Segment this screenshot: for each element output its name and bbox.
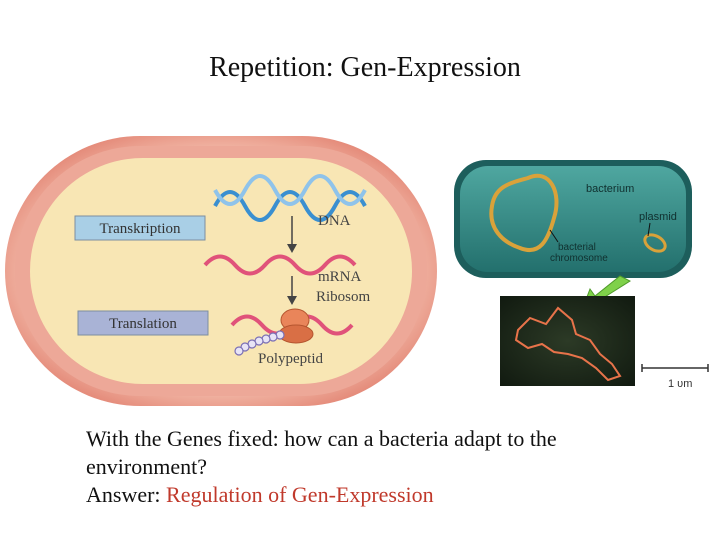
mrna-label: mRNA — [318, 269, 362, 285]
caption: With the Genes fixed: how can a bacteria… — [86, 425, 686, 509]
bacterial-chromosome — [489, 173, 559, 252]
plasmid-label: plasmid — [639, 211, 677, 223]
transcription-label: Transkription — [99, 221, 181, 237]
polypeptide-label: Polypeptid — [258, 351, 324, 367]
transcription-box — [74, 215, 206, 241]
dna-label: DNA — [318, 213, 351, 229]
chromosome-label-line2: chromosome — [550, 253, 608, 264]
plasmid-pointer — [647, 222, 651, 237]
chromosome-pointer — [549, 229, 559, 243]
cell-illustration: Transkription Translation DNA mRNA Ribos… — [5, 136, 437, 406]
mrna-strand — [203, 254, 357, 276]
arrow-dna-to-mrna — [287, 216, 297, 253]
translation-box — [77, 310, 209, 336]
dna-helix — [213, 174, 367, 222]
polypeptide-chain — [234, 330, 285, 356]
bacterium-illustration: bacterium plasmid bacterial chromosome 1… — [454, 160, 709, 390]
slide-title: Repetition: Gen-Expression — [209, 52, 521, 83]
chromosome-label-line1: bacterial — [558, 242, 596, 253]
scale-label: 1 υm — [668, 378, 692, 390]
translation-label: Translation — [109, 316, 177, 332]
gene-expression-cell-diagram: Transkription Translation DNA mRNA Ribos… — [0, 128, 445, 413]
ribosome-label: Ribosom — [316, 289, 371, 305]
arrow-mrna-to-protein — [287, 276, 297, 305]
answer-line: Answer: Regulation of Gen-Expression — [86, 481, 686, 509]
ribosome — [278, 308, 314, 344]
bacterium-figure: bacterium plasmid bacterial chromosome 1… — [450, 158, 715, 398]
micrograph-photo — [500, 296, 635, 386]
bacterium-label: bacterium — [586, 183, 634, 195]
question-line-1: With the Genes fixed: how can a bacteria… — [86, 426, 557, 451]
question-line-2: environment? — [86, 454, 207, 479]
micrograph-chromosome — [514, 306, 622, 382]
answer-highlight: Regulation of Gen-Expression — [166, 482, 434, 507]
answer-prefix: Answer: — [86, 482, 167, 507]
plasmid — [643, 233, 667, 253]
